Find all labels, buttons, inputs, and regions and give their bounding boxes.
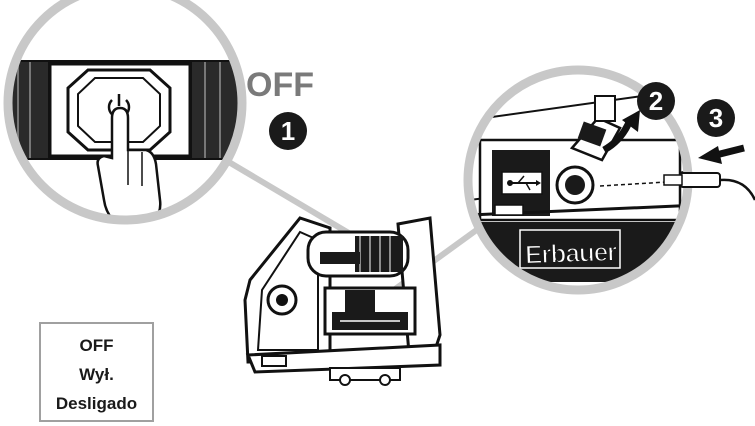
step-1-badge: 1 — [269, 112, 307, 150]
off-label-en: OFF — [41, 331, 152, 360]
brand-label: Erbauer — [524, 236, 616, 270]
off-translation-box: OFF Wył. Desligado — [39, 322, 154, 422]
step-2-badge: 2 — [637, 82, 675, 120]
off-label-pt: Desligado — [41, 389, 152, 418]
plug-in-arrow-icon — [698, 146, 744, 164]
power-button-callout — [0, 0, 260, 225]
work-light-device — [245, 218, 440, 385]
off-label-pl: Wył. — [41, 360, 152, 389]
step-3-badge: 3 — [697, 99, 735, 137]
off-heading: OFF — [246, 66, 314, 105]
